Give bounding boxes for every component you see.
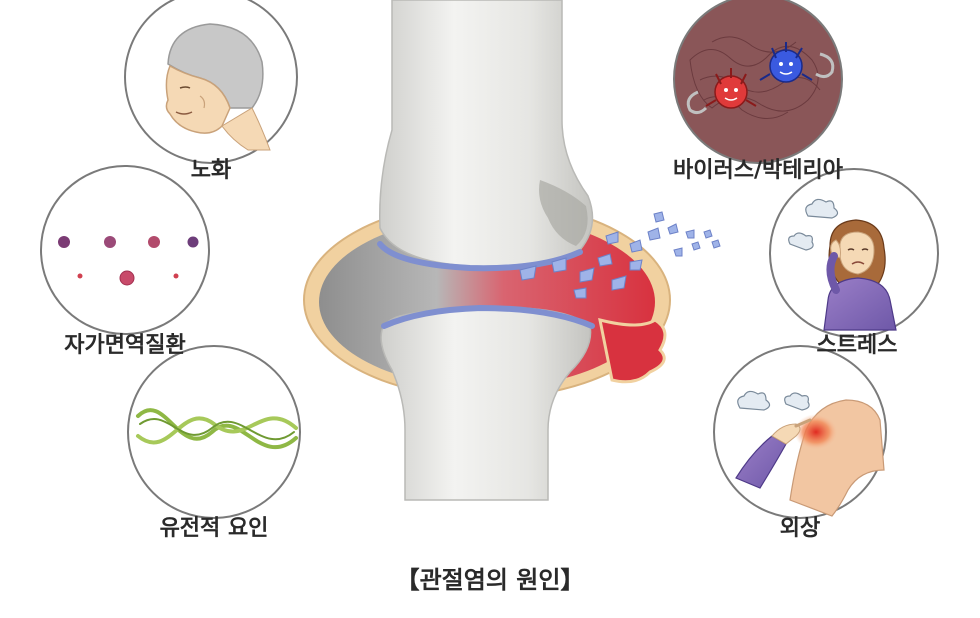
label-infection: 바이러스/박테리아 [673, 158, 843, 183]
cause-aging-illustration [124, 0, 298, 164]
germ-icon [686, 42, 835, 115]
cause-autoimmune-illustration [40, 165, 210, 335]
cause-trauma-illustration [713, 345, 887, 519]
label-stress: 스트레스 [816, 333, 898, 358]
inflamed-swelling [598, 317, 667, 384]
knee-joint-illustration [303, 0, 721, 501]
lower-cartilage [381, 304, 595, 329]
label-genetic: 유전적 요인 [159, 516, 269, 541]
diagram-title: 【관절염의 원인】 [395, 566, 585, 594]
stressed-person-icon [788, 198, 897, 331]
cause-stress-illustration [769, 168, 939, 338]
upper-cartilage [377, 241, 583, 272]
cause-genetic-illustration [127, 345, 301, 519]
injury-icon [735, 390, 885, 517]
label-aging: 노화 [190, 158, 232, 183]
cause-infection-illustration [673, 0, 843, 164]
dna-icon [136, 408, 298, 450]
cartilage-fragments [519, 211, 721, 299]
cells-icon [58, 236, 199, 286]
label-trauma: 외상 [779, 516, 821, 541]
label-autoimmune: 자가면역질환 [64, 333, 186, 358]
lower-bone [380, 306, 592, 501]
bone-erosion [539, 180, 588, 246]
